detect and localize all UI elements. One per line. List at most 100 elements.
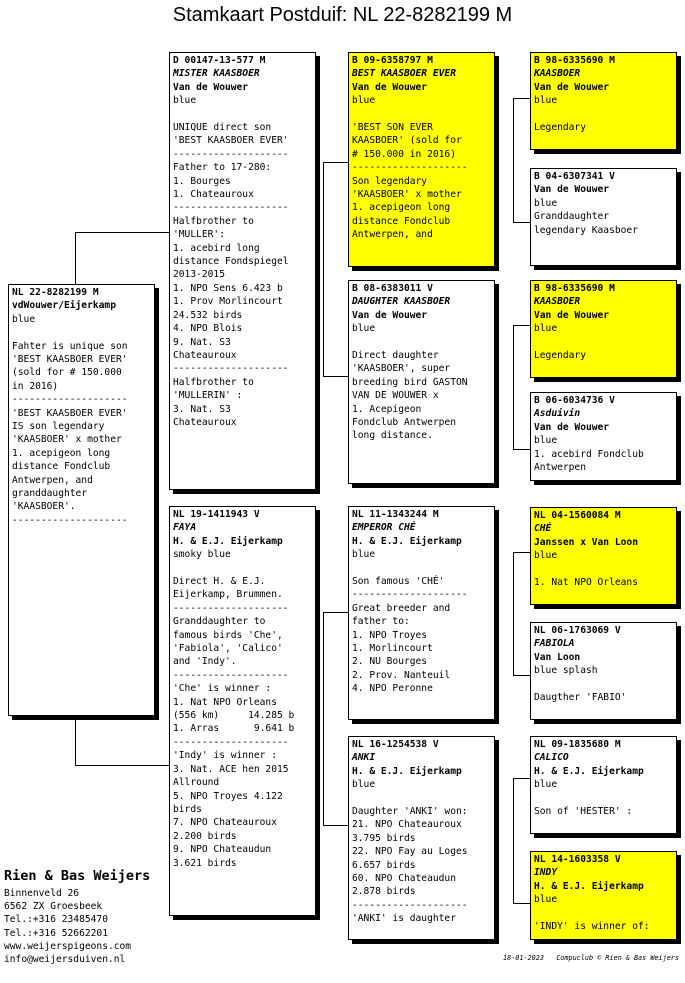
pigeon-name: BEST KAASBOER EVER: [352, 68, 456, 80]
card-line: Van de Wouwer: [352, 81, 428, 93]
breeder-phone: Tel.:+316 23485470: [4, 914, 108, 926]
card-line: 5. NPO Troyes 4.122: [173, 790, 283, 802]
connector-line: [75, 232, 169, 233]
card-line: and 'Indy'.: [173, 656, 237, 668]
card-line: 2.878 birds: [352, 886, 416, 898]
card-line: 6.657 birds: [352, 859, 416, 871]
card-line: smoky blue: [173, 549, 231, 561]
card-line: distance Fondspiegel: [173, 256, 289, 268]
connector-line: [513, 552, 530, 553]
ring-number: NL 06-1763069 V: [534, 625, 621, 636]
card-line: --------------------: [173, 602, 289, 614]
card-line: [534, 678, 673, 691]
card-line: Allround: [173, 777, 220, 789]
card-line: Chateauroux: [173, 349, 237, 361]
breeder-email[interactable]: info@weijersduiven.nl: [4, 954, 126, 966]
card-line: Van de Wouwer: [173, 81, 249, 93]
card-line: blue: [534, 550, 558, 562]
card-line: 'Indy' is winner :: [173, 750, 277, 762]
card-line: H. & E.J. Eijerkamp: [352, 535, 462, 547]
connector-line: [513, 903, 530, 904]
card-line: (sold for # 150.000: [12, 367, 122, 379]
card-line: Halfbrother to: [173, 376, 254, 388]
card-line: IS son legendary: [12, 421, 105, 433]
card-line: 22. NPO Fay au Loges: [352, 846, 468, 858]
card-line: 60. NPO Chateaudun: [352, 873, 456, 885]
card-line: --------------------: [173, 202, 289, 214]
card-line: Direct daughter: [352, 350, 439, 362]
footer-date: 18-01-2023: [503, 954, 544, 962]
card-line: in 2016): [12, 380, 59, 392]
card-line: 'KAASBOER', super: [352, 363, 451, 375]
breeder-name: Rien & Bas Weijers: [4, 868, 151, 884]
card-line: [352, 562, 491, 575]
card-line: Great breeder and: [352, 602, 451, 614]
card-line: Halfbrother to: [173, 215, 254, 227]
connector-line: [513, 222, 530, 223]
card-line: 1. Prov Morlincourt: [173, 296, 283, 308]
card-line: 1. acepigeon long: [12, 447, 111, 459]
connector-line: [513, 552, 514, 675]
card-line: Legendary: [534, 350, 586, 362]
card-line: blue: [534, 197, 558, 209]
card-line: birds: [173, 803, 202, 815]
card-line: KAASBOER' (sold for: [352, 135, 462, 147]
card-line: # 150.000 in 2016): [352, 148, 456, 160]
card-line: blue: [534, 779, 558, 791]
breeder-website[interactable]: www.weijerspigeons.com: [4, 940, 132, 952]
card-line: 1. NPO Sens 6.423 b: [173, 282, 283, 294]
ring-number: B 08-6383011 V: [352, 283, 433, 294]
card-line: Legendary: [534, 122, 586, 134]
card-line: 3. Nat. S3: [173, 403, 231, 415]
card-line: 1. Nat NPO Orleans: [534, 577, 638, 589]
connector-line: [513, 325, 514, 449]
pigeon-name: FABIOLA: [534, 638, 575, 650]
card-line: Fondclub Antwerpen: [352, 417, 456, 429]
card-line: --------------------: [352, 899, 468, 911]
card-line: Van de Wouwer: [352, 309, 428, 321]
card-line: 'BEST KAASBOER EVER': [173, 135, 289, 147]
card-line: Van Loon: [534, 651, 581, 663]
pigeon-name: KAASBOER: [534, 68, 581, 80]
card-line: Van de Wouwer: [534, 421, 610, 433]
page-title: Stamkaart Postduif: NL 22-8282199 M: [172, 4, 513, 26]
connector-line: [513, 778, 514, 903]
ring-number: NL 22-8282199 M: [12, 287, 99, 298]
card-line: --------------------: [173, 363, 289, 375]
footer-credit: Compuclub © Rien & Bas Weijers: [556, 954, 679, 962]
card-line: 'KAASBOER' x mother: [12, 434, 122, 446]
connector-line: [75, 232, 76, 285]
card-line: blue: [534, 435, 558, 447]
card-line: [173, 108, 312, 121]
card-line: Van de Wouwer: [534, 309, 610, 321]
ring-number: B 98-6335690 M: [534, 55, 615, 66]
card-line: H. & E.J. Eijerkamp: [352, 765, 462, 777]
card-line: --------------------: [173, 148, 289, 160]
ring-number: NL 19-1411943 V: [173, 509, 260, 520]
card-line: 'BEST SON EVER: [352, 122, 433, 134]
ring-number: NL 14-1603358 V: [534, 854, 621, 865]
card-line: Chateauroux: [173, 416, 237, 428]
card-line: blue: [534, 323, 558, 335]
connector-line: [323, 612, 324, 825]
card-line: [173, 562, 312, 575]
card-line: Son legendary: [352, 175, 428, 187]
ring-number: D 00147-13-577 M: [173, 55, 266, 66]
card-line: 'Fabiola', 'Calico': [173, 643, 283, 655]
card-line: 9. NPO Chateaudun: [173, 844, 272, 856]
